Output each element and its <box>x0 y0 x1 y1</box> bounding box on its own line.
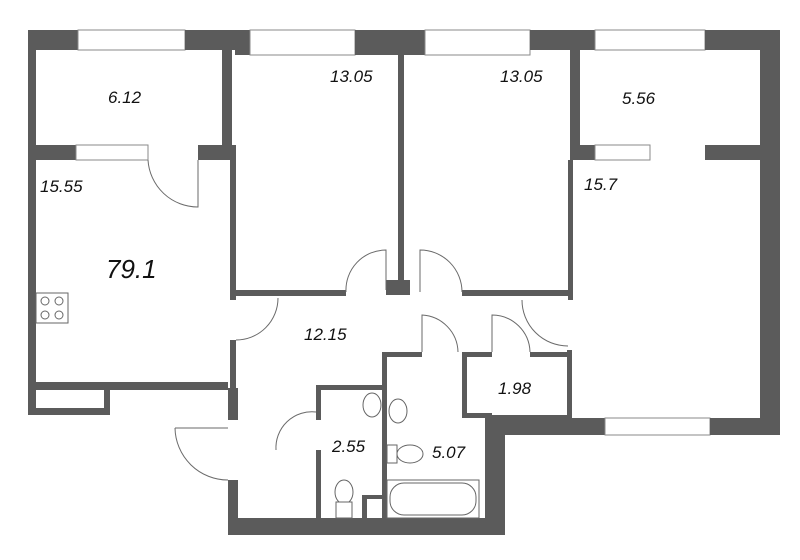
door-swing <box>235 297 279 341</box>
window <box>249 29 356 56</box>
door-swing <box>419 249 463 293</box>
sink-icon <box>388 398 408 424</box>
door-swing <box>421 314 459 353</box>
fixtures <box>35 292 480 519</box>
door-swing <box>174 427 229 481</box>
walls <box>28 29 780 535</box>
bathtub-icon <box>386 479 480 519</box>
room-area-bedroom-3: 15.7 <box>584 175 618 194</box>
room-area-balcony-right: 5.56 <box>622 89 656 108</box>
window <box>604 417 711 436</box>
window <box>594 144 651 161</box>
doors <box>147 159 569 481</box>
room-area-hallway: 12.15 <box>304 325 347 344</box>
door-swing <box>147 159 199 208</box>
door-swing <box>491 314 531 353</box>
door-swing <box>275 411 317 451</box>
door-swing <box>345 249 387 293</box>
room-area-bathroom: 5.07 <box>432 443 466 462</box>
total-area: 79.1 <box>106 254 157 284</box>
room-area-toilet: 2.55 <box>331 437 366 456</box>
room-area-closet: 1.98 <box>498 379 532 398</box>
window <box>77 29 186 51</box>
room-area-balcony-left: 6.12 <box>108 88 142 107</box>
room-area-kitchen: 15.55 <box>40 177 83 196</box>
room-area-bedroom-1: 13.05 <box>330 67 373 86</box>
stove-icon <box>35 292 69 324</box>
toilet-icon <box>386 444 424 464</box>
window <box>424 29 531 56</box>
window <box>594 29 706 51</box>
toilet-icon <box>334 479 354 519</box>
door-swing <box>521 299 569 347</box>
window <box>75 144 149 161</box>
room-area-bedroom-2: 13.05 <box>500 67 543 86</box>
sink-icon <box>362 392 382 418</box>
